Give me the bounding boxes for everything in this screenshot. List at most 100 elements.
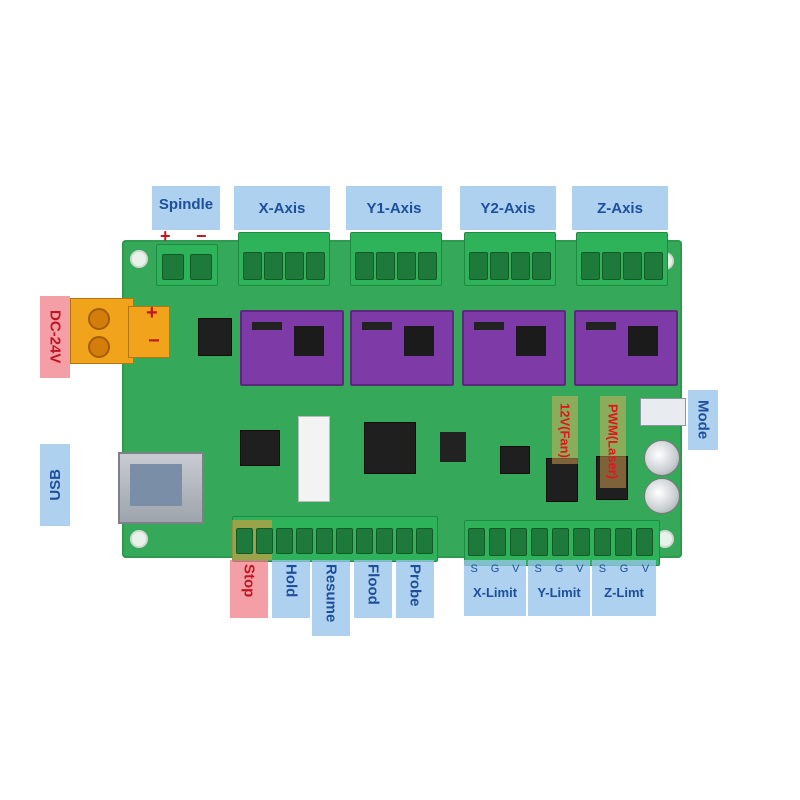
mode-label-text: Mode <box>694 400 712 440</box>
terminal-screw <box>510 528 527 556</box>
resume-label: Resume <box>312 560 350 636</box>
pin-label: G <box>554 563 564 575</box>
terminal-screw <box>602 252 621 280</box>
driver-resistors <box>474 322 504 330</box>
pwm-callout-text: PWM(Laser) <box>605 404 621 480</box>
terminal-screw <box>552 528 569 556</box>
y-limit-pins: S G V <box>528 563 590 575</box>
microcontroller-chip <box>364 422 416 474</box>
power-label: DC-24V <box>40 296 70 378</box>
spindle-label-text: Spindle <box>158 196 214 213</box>
hold-label: Hold <box>272 560 310 618</box>
driver-chip <box>516 326 546 356</box>
power-screw <box>88 336 110 358</box>
terminal-screw <box>162 254 184 280</box>
terminal-screw <box>376 252 395 280</box>
y-limit-label: Y-Limit <box>537 585 581 600</box>
usb-serial-chip <box>240 430 280 466</box>
x-limit-label: X-Limit <box>472 585 518 600</box>
terminal-screw <box>416 528 433 554</box>
probe-label: Probe <box>396 560 434 618</box>
stop-label-text: Stop <box>240 564 258 598</box>
fan-mosfet <box>546 458 578 502</box>
y1-axis-label: Y1-Axis <box>346 186 442 230</box>
power-minus: − <box>148 330 160 352</box>
y-limit-group: S G V Y-Limit <box>528 560 590 616</box>
pin-label: G <box>490 563 500 575</box>
z-limit-group: S G V Z-Limt <box>592 560 656 616</box>
mode-label: Mode <box>688 390 718 450</box>
stepper-driver-y1 <box>350 310 454 386</box>
stepper-driver-y2 <box>462 310 566 386</box>
terminal-screw <box>469 252 488 280</box>
pin-label: V <box>576 563 584 575</box>
y1-axis-label-text: Y1-Axis <box>366 199 422 217</box>
terminal-screw <box>511 252 530 280</box>
terminal-screw <box>306 252 325 280</box>
terminal-screw <box>397 252 416 280</box>
terminal-screw <box>489 528 506 556</box>
mosfet-chip <box>198 318 232 356</box>
terminal-screw <box>468 528 485 556</box>
x-limit-pins: S G V <box>464 563 526 575</box>
terminal-screw <box>644 252 663 280</box>
terminal-screw <box>581 252 600 280</box>
z-axis-label: Z-Axis <box>572 186 668 230</box>
terminal-screw <box>532 252 551 280</box>
x-axis-label-text: X-Axis <box>258 199 306 217</box>
power-screw <box>88 308 110 330</box>
terminal-screw <box>356 528 373 554</box>
driver-chip <box>628 326 658 356</box>
z-axis-label-text: Z-Axis <box>597 199 643 217</box>
stop-label: Stop <box>230 560 268 618</box>
pin-label: S <box>470 563 478 575</box>
mounting-hole <box>130 530 148 548</box>
pin-label: S <box>534 563 542 575</box>
terminal-screw <box>623 252 642 280</box>
pin-label: G <box>619 563 629 575</box>
fan-callout-text: 12V(Fan) <box>557 402 573 458</box>
driver-chip <box>404 326 434 356</box>
mounting-hole <box>130 250 148 268</box>
terminal-screw <box>236 528 253 554</box>
stepper-driver-x <box>240 310 344 386</box>
terminal-screw <box>573 528 590 556</box>
pcb-board <box>122 240 682 558</box>
pwm-callout: PWM(Laser) <box>600 396 626 488</box>
stepper-driver-z <box>574 310 678 386</box>
pin-label: S <box>598 563 607 575</box>
terminal-screw <box>594 528 611 556</box>
power-label-text: DC-24V <box>46 310 64 364</box>
terminal-screw <box>296 528 313 554</box>
driver-chip <box>294 326 324 356</box>
power-terminal-clip <box>128 306 170 358</box>
capacitor <box>644 440 680 476</box>
laser-mosfet <box>596 456 628 500</box>
pin-label: V <box>512 563 520 575</box>
y2-axis-label: Y2-Axis <box>460 186 556 230</box>
usb-label: USB <box>40 444 70 526</box>
gsender-header <box>298 416 330 502</box>
regulator-chip <box>500 446 530 474</box>
driver-resistors <box>252 322 282 330</box>
terminal-screw <box>190 254 212 280</box>
spindle-plus: + <box>160 226 171 246</box>
icsp-header <box>440 432 466 462</box>
spindle-label: Spindle <box>152 186 220 230</box>
spindle-minus: − <box>196 226 207 246</box>
power-plus: + <box>146 302 158 324</box>
usb-label-text: USB <box>46 469 64 501</box>
hold-label-text: Hold <box>282 564 300 598</box>
y2-axis-label-text: Y2-Axis <box>480 199 536 217</box>
resume-label-text: Resume <box>322 564 340 623</box>
flood-label-text: Flood <box>364 564 382 605</box>
terminal-screw <box>264 252 283 280</box>
terminal-screw <box>256 528 273 554</box>
terminal-screw <box>276 528 293 554</box>
terminal-screw <box>636 528 653 556</box>
terminal-screw <box>615 528 632 556</box>
terminal-screw <box>531 528 548 556</box>
x-axis-label: X-Axis <box>234 186 330 230</box>
z-limit-pins: S G V <box>592 563 656 575</box>
flood-label: Flood <box>354 560 392 618</box>
